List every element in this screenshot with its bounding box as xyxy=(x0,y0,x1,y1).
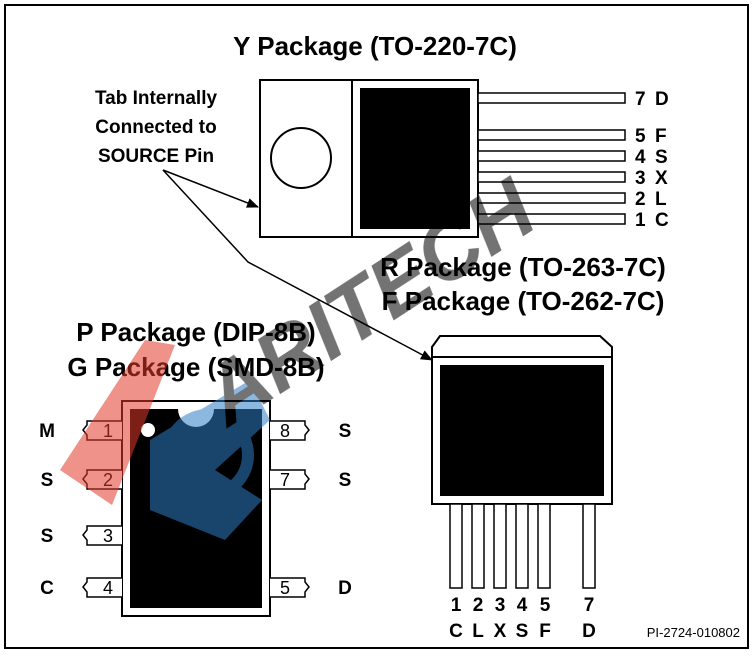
dip8-pin-names: M S S C S S D xyxy=(39,421,352,599)
dip8-pin-name: S xyxy=(41,526,54,547)
to220-lead-2 xyxy=(477,192,626,204)
to263-lead-7 xyxy=(582,503,596,589)
callout-arrow-to220 xyxy=(162,169,259,208)
to263-pin-name: X xyxy=(494,621,507,642)
to263-pin-number: 5 xyxy=(540,595,551,616)
dip8-pin-name: S xyxy=(339,421,352,442)
dip8-pin-number: 3 xyxy=(103,526,113,546)
to263-pin-name: F xyxy=(539,621,551,642)
to220-pin-number: 7 xyxy=(635,89,646,110)
drawing-code: PI-2724-010802 xyxy=(647,625,740,640)
to220-body xyxy=(360,88,470,229)
dip8-pin-name: C xyxy=(40,578,54,599)
to220-pin-labels: 7 D 5 F 4 S 3 X 2 L 1 C xyxy=(635,89,669,231)
to263-tab xyxy=(431,335,613,358)
to263-lead-3 xyxy=(493,503,507,589)
to220-lead-5 xyxy=(477,129,626,141)
g-package-title: G Package (SMD-8B) xyxy=(67,352,324,382)
to263-lead-4 xyxy=(515,503,529,589)
f-package-title: F Package (TO-262-7C) xyxy=(382,286,665,316)
to263-pin-number: 4 xyxy=(517,595,528,616)
dip8-pin-name: M xyxy=(39,421,55,442)
callout-line-2: Connected to xyxy=(95,117,216,138)
to263-pin-number: 1 xyxy=(451,595,462,616)
callout-line-3: SOURCE Pin xyxy=(98,146,214,167)
dip8-lead-4 xyxy=(82,577,122,598)
dip8-pin1-marker xyxy=(141,423,155,437)
watermark-logo-icon xyxy=(60,340,270,540)
dip8-lead-3 xyxy=(82,525,122,546)
to263-body xyxy=(440,365,604,496)
dip8-lead-5 xyxy=(270,577,310,598)
dip8-pin-number: 7 xyxy=(280,470,290,490)
to263-pin-number: 7 xyxy=(584,595,595,616)
to220-lead-7 xyxy=(477,92,626,104)
dip8-lead-8 xyxy=(270,420,310,441)
to220-lead-3 xyxy=(477,171,626,183)
to220-pin-name: C xyxy=(655,210,669,231)
dip8-pin-name: S xyxy=(41,470,54,491)
to263-lead-1 xyxy=(449,503,463,589)
to220-pin-name: F xyxy=(655,126,667,147)
dip8-pin-number: 8 xyxy=(280,421,290,441)
to220-pin-number: 4 xyxy=(635,147,646,168)
dip8-lead-7 xyxy=(270,469,310,490)
callout-arrow-to263 xyxy=(162,169,433,361)
to263-pin-number: 3 xyxy=(495,595,506,616)
to220-mounting-hole xyxy=(270,127,332,189)
to220-pin-name: D xyxy=(655,89,669,110)
to220-pin-name: S xyxy=(655,147,668,168)
to220-pin-number: 3 xyxy=(635,168,646,189)
callout-line-1: Tab Internally xyxy=(95,88,218,109)
to220-lead-4 xyxy=(477,150,626,162)
dip8-pin-name: S xyxy=(339,470,352,491)
to263-pin-name: S xyxy=(516,621,529,642)
to263-package xyxy=(431,335,613,589)
to220-pin-name: X xyxy=(655,168,668,189)
r-package-title: R Package (TO-263-7C) xyxy=(380,252,666,282)
to263-lead-5 xyxy=(537,503,551,589)
p-package-title: P Package (DIP-8B) xyxy=(76,317,315,347)
to263-pin-name: C xyxy=(449,621,463,642)
to263-lead-2 xyxy=(471,503,485,589)
dip8-pin-number: 5 xyxy=(280,578,290,598)
to263-pin-name: L xyxy=(472,621,484,642)
to263-pin-number: 2 xyxy=(473,595,484,616)
tab-callout: Tab Internally Connected to SOURCE Pin xyxy=(95,88,218,167)
dip8-pin-name: D xyxy=(338,578,352,599)
to220-package xyxy=(259,79,626,238)
to220-pin-number: 5 xyxy=(635,126,646,147)
to220-pin-number: 1 xyxy=(635,210,646,231)
y-package-title: Y Package (TO-220-7C) xyxy=(233,31,517,61)
to263-pin-name: D xyxy=(582,621,596,642)
to220-lead-1 xyxy=(477,213,626,225)
to263-pin-labels: 1 C 2 L 3 X 4 S 5 F 7 D xyxy=(449,595,596,642)
to220-pin-number: 2 xyxy=(635,189,646,210)
to220-pin-name: L xyxy=(655,189,667,210)
dip8-pin-number: 4 xyxy=(103,578,113,598)
